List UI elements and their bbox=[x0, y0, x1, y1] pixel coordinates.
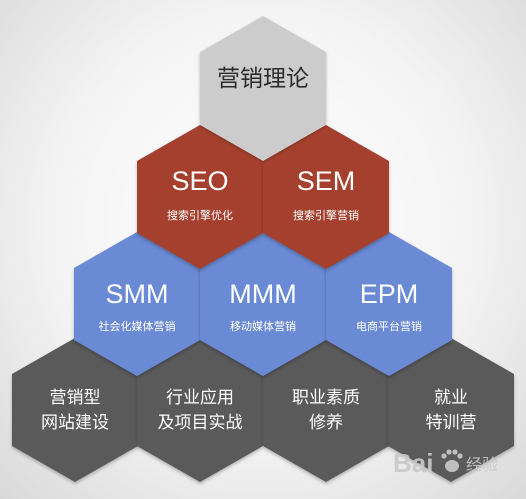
hex-subtitle: 移动媒体营销 bbox=[230, 319, 296, 333]
hex-line2: 网站建设 bbox=[41, 413, 109, 433]
hex-shape bbox=[200, 232, 326, 376]
hex-line1: 营销型 bbox=[50, 388, 101, 408]
hex-smm: SMM 社会化媒体营销 bbox=[74, 232, 200, 376]
hex-title: EPM bbox=[360, 279, 419, 309]
hex-shape bbox=[263, 338, 389, 482]
hex-line2: 修养 bbox=[309, 413, 343, 433]
hex-shape bbox=[137, 125, 263, 269]
hex-line1: 行业应用 bbox=[166, 388, 234, 408]
hex-marketing-theory: 营销理论 bbox=[200, 16, 326, 160]
baidu-watermark: Bai 经验 bbox=[393, 448, 498, 478]
hex-subtitle: 社会化媒体营销 bbox=[99, 319, 176, 333]
watermark-text: 经验 bbox=[466, 455, 498, 474]
hex-title: SEO bbox=[171, 166, 228, 196]
hex-sem: SEM 搜索引擎营销 bbox=[263, 125, 389, 269]
hex-shape bbox=[388, 338, 514, 482]
hex-subtitle: 电商平台营销 bbox=[356, 319, 422, 333]
hex-line1: 职业素质 bbox=[292, 388, 360, 408]
hex-title: SMM bbox=[106, 279, 169, 309]
paw-icon bbox=[441, 449, 463, 472]
hex-mmm: MMM 移动媒体营销 bbox=[200, 232, 326, 376]
hex-title: 营销理论 bbox=[217, 66, 309, 92]
hex-subtitle: 搜索引擎优化 bbox=[167, 208, 233, 222]
hex-epm: EPM 电商平台营销 bbox=[326, 232, 452, 376]
hex-seo: SEO 搜索引擎优化 bbox=[137, 125, 263, 269]
hex-line2: 特训营 bbox=[426, 413, 477, 433]
hex-industry-practice: 行业应用 及项目实战 bbox=[137, 338, 263, 482]
hex-professional-quality: 职业素质 修养 bbox=[263, 338, 389, 482]
hex-website-building: 营销型 网站建设 bbox=[12, 338, 138, 482]
hex-shape bbox=[74, 232, 200, 376]
hex-shape bbox=[137, 338, 263, 482]
watermark-brand-left: Bai bbox=[393, 448, 433, 478]
hex-line1: 就业 bbox=[434, 388, 468, 408]
hex-shape bbox=[12, 338, 138, 482]
hex-line2: 及项目实战 bbox=[158, 413, 243, 433]
hex-title: SEM bbox=[297, 166, 356, 196]
hex-shape bbox=[326, 232, 452, 376]
hex-subtitle: 搜索引擎营销 bbox=[293, 208, 359, 222]
hex-shape bbox=[200, 16, 326, 160]
hex-shape bbox=[263, 125, 389, 269]
hex-title: MMM bbox=[229, 279, 296, 309]
hex-employment-camp: 就业 特训营 bbox=[388, 338, 514, 482]
